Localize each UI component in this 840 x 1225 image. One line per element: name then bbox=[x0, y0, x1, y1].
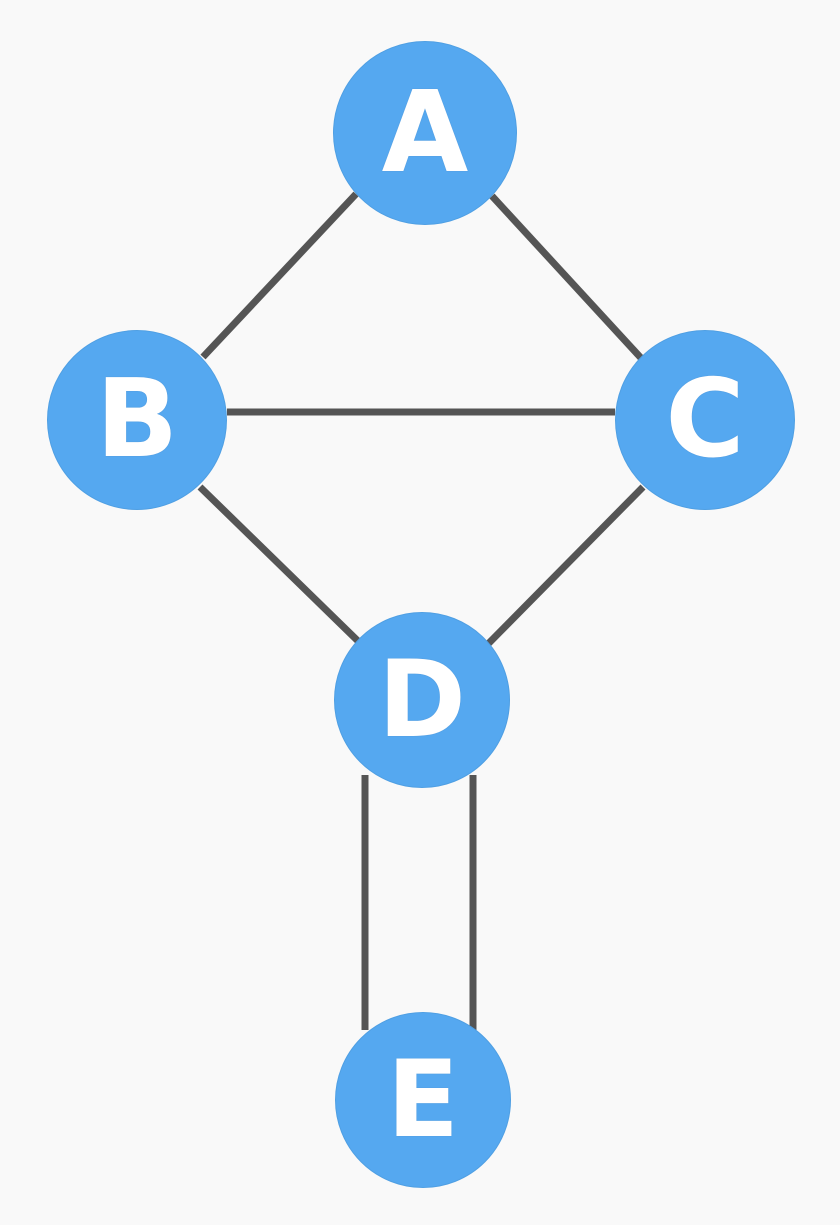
graph-node-label-c: C bbox=[665, 357, 745, 482]
graph-edge-b-d bbox=[197, 484, 363, 646]
graph-edge-c-d bbox=[484, 484, 646, 648]
graph-node-a[interactable]: A bbox=[333, 41, 517, 225]
graph-node-label-b: B bbox=[95, 357, 179, 482]
graph-node-label-a: A bbox=[381, 68, 469, 198]
graph-node-label-d: D bbox=[378, 638, 466, 761]
graph-node-c[interactable]: C bbox=[615, 330, 795, 510]
graph-edge-a-c bbox=[489, 193, 644, 361]
graph-node-d[interactable]: D bbox=[334, 612, 510, 788]
graph-node-label-e: E bbox=[386, 1038, 460, 1161]
graph-node-e[interactable]: E bbox=[335, 1012, 511, 1188]
graph-node-b[interactable]: B bbox=[47, 330, 227, 510]
graph-edge-a-b bbox=[200, 191, 359, 360]
